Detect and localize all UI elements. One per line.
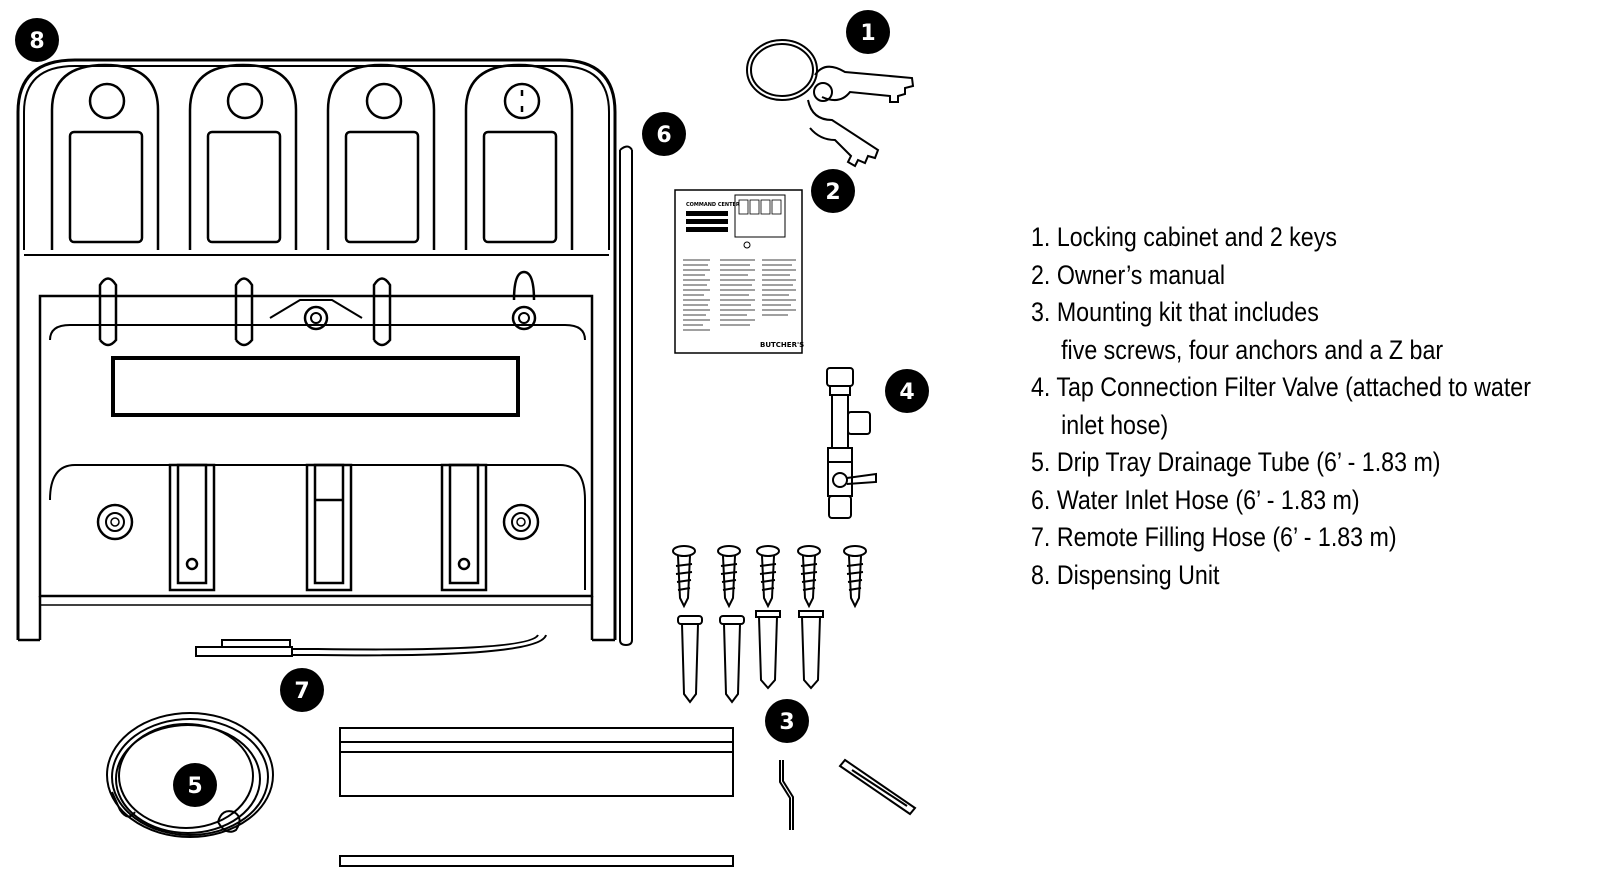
svg-text:3: 3 xyxy=(779,710,794,735)
legend-item-5: 5. Drip Tray Drainage Tube (6’ - 1.83 m) xyxy=(1031,447,1441,477)
parts-legend: 1. Locking cabinet and 2 keys 2. Owner’s… xyxy=(1031,219,1591,594)
screw xyxy=(672,545,696,609)
callout-3: 3 xyxy=(765,699,809,743)
callout-4: 4 xyxy=(885,369,929,413)
callout-2: 2 xyxy=(811,169,855,213)
drip-tray-drainage-tube xyxy=(106,712,274,838)
z-bar xyxy=(779,758,917,830)
svg-text:4: 4 xyxy=(899,380,914,405)
dispensing-unit xyxy=(16,58,617,642)
svg-text:8: 8 xyxy=(29,29,44,54)
callout-1: 1 xyxy=(846,10,890,54)
callout-8: 8 xyxy=(15,18,59,62)
legend-item-8: 8. Dispensing Unit xyxy=(1031,559,1220,590)
anchor xyxy=(798,610,824,690)
keys xyxy=(746,39,915,168)
svg-text:5: 5 xyxy=(187,774,202,799)
legend-item-4-detail: inlet hose) xyxy=(1061,409,1169,440)
remote-filling-hose xyxy=(195,634,547,657)
anchor xyxy=(719,615,745,704)
legend-item-6: 6. Water Inlet Hose (6’ - 1.83 m) xyxy=(1031,484,1360,515)
screw xyxy=(843,545,867,609)
legend-item-4: 4. Tap Connection Filter Valve (attached… xyxy=(1031,372,1531,402)
screw xyxy=(797,545,821,609)
legend-item-3: 3. Mounting kit that includes xyxy=(1031,297,1319,327)
owners-manual: COMMAND CENTER xyxy=(674,189,804,354)
manual-brand: BUTCHER'S xyxy=(760,341,804,349)
svg-text:2: 2 xyxy=(825,180,840,205)
tap-connection-filter-valve xyxy=(826,367,877,519)
legend-item-7: 7. Remote Filling Hose (6’ - 1.83 m) xyxy=(1031,522,1397,552)
manual-title: COMMAND CENTER xyxy=(686,202,740,208)
screw xyxy=(756,545,780,609)
legend-item-2: 2. Owner’s manual xyxy=(1031,259,1226,290)
water-inlet-hose xyxy=(619,145,633,647)
callout-5: 5 xyxy=(173,763,217,807)
anchor xyxy=(677,615,703,704)
svg-text:7: 7 xyxy=(294,679,309,704)
svg-text:1: 1 xyxy=(860,21,875,46)
callout-6: 6 xyxy=(642,112,686,156)
screw xyxy=(717,545,741,609)
mounting-bar xyxy=(339,727,734,867)
screws-and-anchors xyxy=(672,545,867,704)
legend-item-3-detail: five screws, four anchors and a Z bar xyxy=(1061,334,1444,365)
svg-text:6: 6 xyxy=(656,123,671,148)
legend-item-1: 1. Locking cabinet and 2 keys xyxy=(1031,222,1337,252)
callout-7: 7 xyxy=(280,668,324,712)
anchor xyxy=(755,610,781,690)
